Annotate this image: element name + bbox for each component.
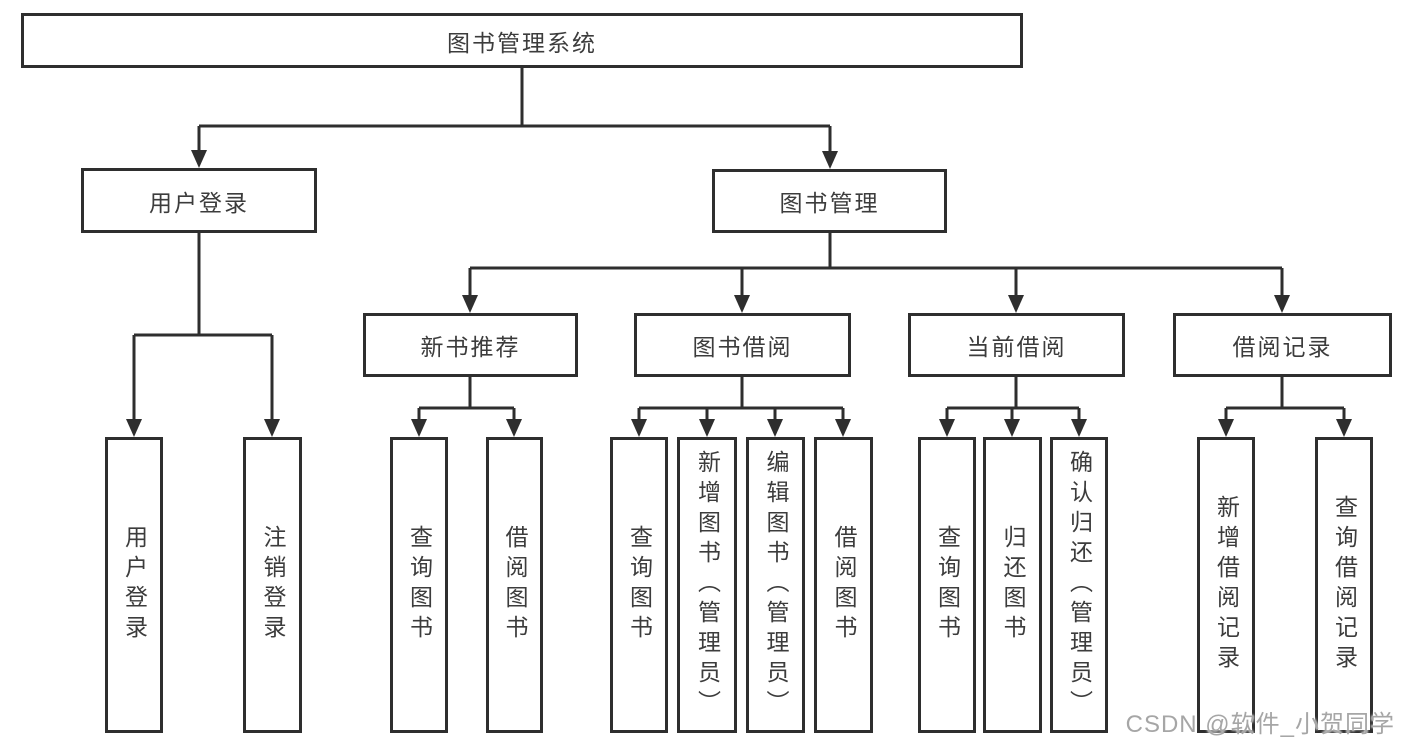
node-borrowing-records: 借阅记录 [1173,313,1392,377]
leaf-label: 查询图书 [934,525,961,645]
node-label: 当前借阅 [966,334,1067,360]
leaf-edit-books-admin: 编辑图书（管理员） [746,437,805,733]
arrowhead-icons [126,150,1352,437]
leaf-label: 用户登录 [121,525,148,645]
node-book-borrowing: 图书借阅 [634,313,851,377]
node-label: 图书借阅 [692,334,793,360]
node-label: 图书管理 [779,190,880,216]
node-label: 新书推荐 [420,334,521,360]
csdn-watermark: CSDN @软件_小贺同学 [1125,711,1395,738]
leaf-label: 查询借阅记录 [1331,495,1358,675]
leaf-label: 归还图书 [1000,525,1026,645]
node-root-label: 图书管理系统 [447,29,597,56]
node-label: 借阅记录 [1232,334,1333,360]
leaf-add-borrow-record: 新增借阅记录 [1197,437,1255,733]
leaf-label: 查询图书 [406,525,433,645]
leaf-query-books-1: 查询图书 [390,437,448,733]
leaf-label: 新增借阅记录 [1213,495,1240,675]
leaf-borrow-books-2: 借阅图书 [814,437,873,733]
leaf-label: 新增图书（管理员） [694,450,721,720]
leaf-return-books: 归还图书 [983,437,1042,733]
node-root-system: 图书管理系统 [21,13,1023,68]
leaf-logout: 注销登录 [243,437,302,733]
node-label: 用户登录 [149,189,249,216]
leaf-confirm-return-admin: 确认归还（管理员） [1050,437,1108,733]
node-book-management-branch: 图书管理 [712,169,947,233]
leaf-label: 确认归还（管理员） [1066,450,1093,720]
leaf-label: 查询图书 [626,525,653,645]
leaf-add-books-admin: 新增图书（管理员） [677,437,737,733]
leaf-query-books-2: 查询图书 [610,437,668,733]
node-user-login-branch: 用户登录 [81,168,317,233]
leaf-label: 注销登录 [260,525,286,645]
leaf-user-login: 用户登录 [105,437,163,733]
node-current-borrowing: 当前借阅 [908,313,1125,377]
leaf-query-books-3: 查询图书 [918,437,976,733]
leaf-label: 借阅图书 [502,525,528,645]
leaf-borrow-books-1: 借阅图书 [486,437,543,733]
node-new-book-recommendation: 新书推荐 [363,313,578,377]
leaf-label: 编辑图书（管理员） [763,450,789,720]
leaf-query-borrow-record: 查询借阅记录 [1315,437,1373,733]
leaf-label: 借阅图书 [831,525,857,645]
